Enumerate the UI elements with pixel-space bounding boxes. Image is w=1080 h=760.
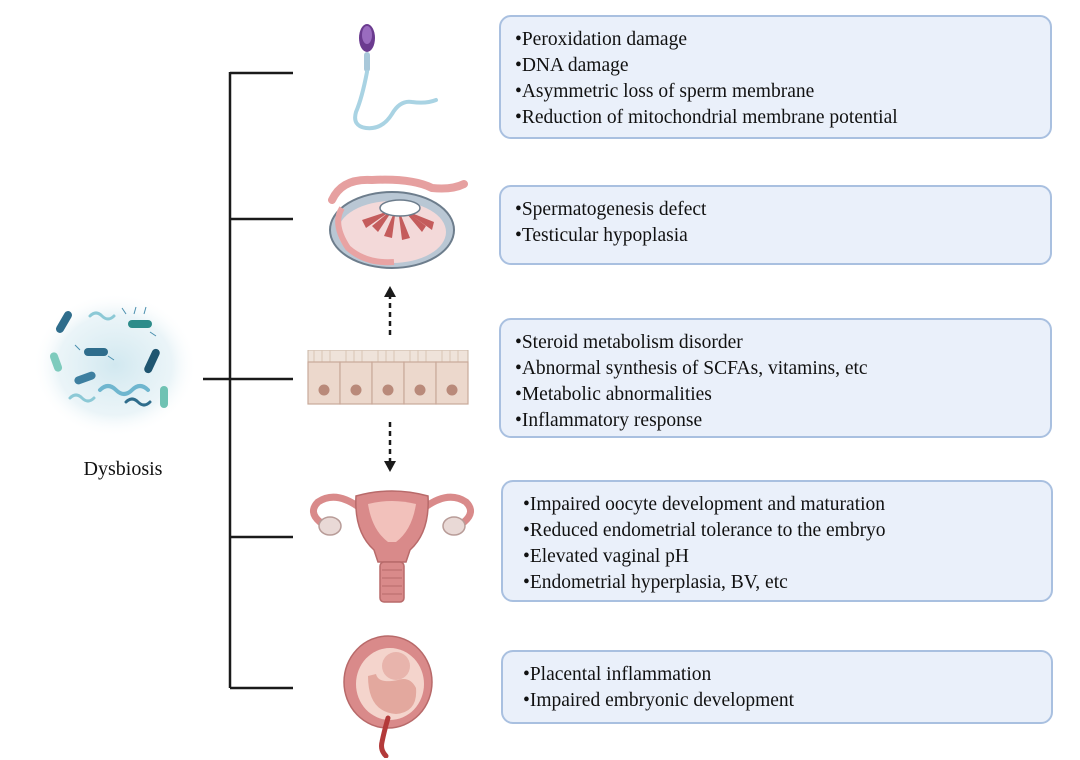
list-item: •Peroxidation damage: [515, 29, 687, 50]
list-item: •Impaired embryonic development: [523, 690, 795, 711]
list-item: •Asymmetric loss of sperm membrane: [515, 81, 815, 102]
bacteria-cloud-icon: [33, 293, 197, 437]
list-item: •Spermatogenesis defect: [515, 199, 707, 220]
uterus-effects-box: •Impaired oocyte development and maturat…: [501, 480, 1053, 602]
pregnancy-effects-box: •Placental inflammation •Impaired embryo…: [501, 650, 1053, 724]
intestinal-epithelium-icon: [307, 350, 469, 405]
list-item: •Reduction of mitochondrial membrane pot…: [515, 107, 898, 128]
list-item: •Inflammatory response: [515, 410, 703, 431]
list-item: •Endometrial hyperplasia, BV, etc: [523, 572, 788, 593]
list-item: •Elevated vaginal pH: [523, 546, 690, 567]
list-item: •Metabolic abnormalities: [515, 384, 712, 405]
list-item: •Abnormal synthesis of SCFAs, vitamins, …: [515, 358, 868, 379]
dashed-arrow-down: [384, 422, 396, 472]
sperm-icon: [353, 24, 438, 131]
sperm-effects-box: •Peroxidation damage •DNA damage •Asymme…: [499, 15, 1052, 139]
uterus-icon: [310, 490, 474, 603]
list-item: •Reduced endometrial tolerance to the em…: [523, 520, 886, 541]
testis-icon: [328, 175, 468, 269]
testis-effects-box: •Spermatogenesis defect •Testicular hypo…: [499, 185, 1052, 265]
pregnant-uterus-icon: [343, 635, 433, 758]
gut-effects-box: •Steroid metabolism disorder •Abnormal s…: [499, 318, 1052, 438]
list-item: •Impaired oocyte development and maturat…: [523, 494, 886, 515]
dysbiosis-label: Dysbiosis: [83, 458, 163, 480]
list-item: •Steroid metabolism disorder: [515, 332, 743, 353]
list-item: •Testicular hypoplasia: [515, 225, 688, 246]
list-item: •DNA damage: [515, 55, 629, 76]
dashed-arrow-up: [384, 286, 396, 335]
list-item: •Placental inflammation: [523, 664, 712, 685]
